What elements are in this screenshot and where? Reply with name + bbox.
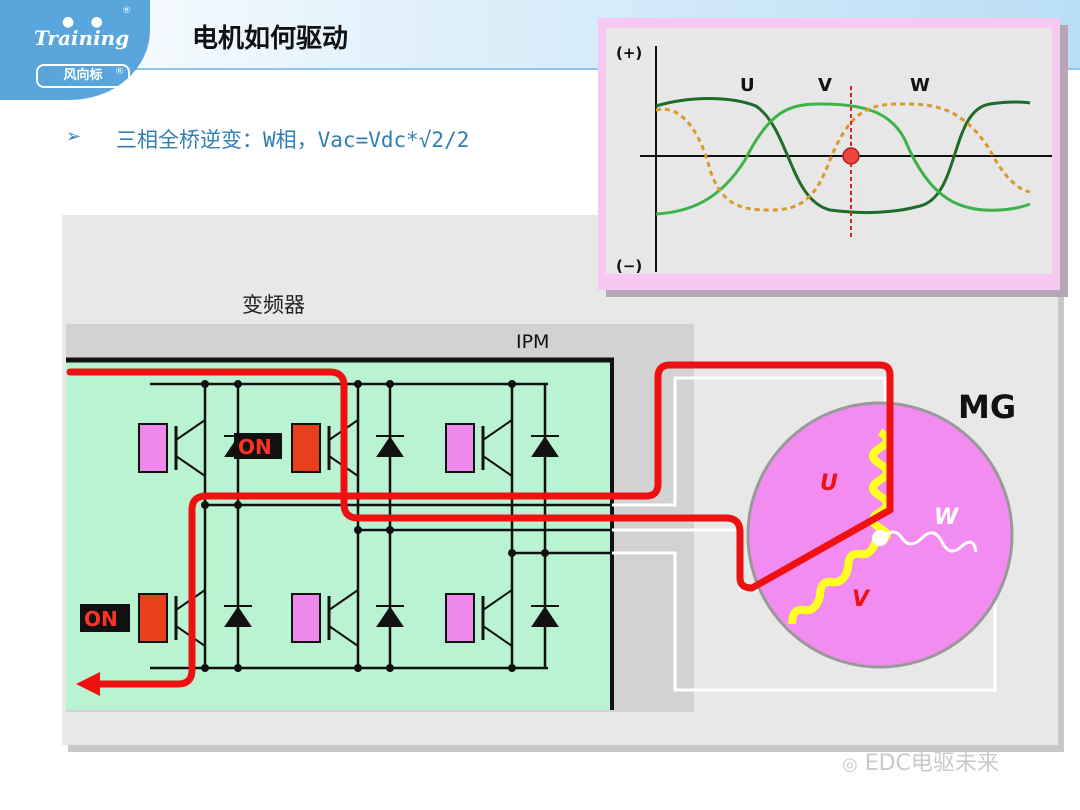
waveform-w-label: W <box>910 75 930 96</box>
on-badge-top <box>234 433 282 459</box>
waveform-current-point <box>842 147 860 165</box>
current-path <box>66 361 894 688</box>
wechat-icon: ◎ <box>842 754 858 775</box>
current-arrow-icon <box>76 672 100 696</box>
igbt-upper-w <box>445 419 513 477</box>
logo-subtitle: 风向标 <box>36 64 130 88</box>
header-divider <box>0 68 1080 70</box>
on-badge-bottom <box>80 604 130 632</box>
waveform-minus-label: (−) <box>616 257 642 275</box>
waveform-u-label: U <box>740 75 755 96</box>
registered-mark-sub: ® <box>115 67 124 77</box>
motor-label: MG <box>958 388 1016 426</box>
phase-u-label: U <box>820 471 838 496</box>
waveform-w-curve <box>655 102 1031 212</box>
logo-text: Training <box>34 26 130 50</box>
coil-w <box>880 530 978 553</box>
waveform-v-label: V <box>818 75 832 96</box>
freewheel-diodes <box>224 435 559 627</box>
bullet-arrow-icon: ➢ <box>66 126 82 147</box>
watermark: ◎ EDC电驱未来 <box>842 745 999 777</box>
ipm-board <box>66 360 614 710</box>
watermark-text: EDC电驱未来 <box>864 751 999 776</box>
logo-dots-icon: ● ● <box>62 14 109 30</box>
igbt-lower-w <box>445 589 513 647</box>
registered-mark: ® <box>122 6 131 16</box>
on-label-bottom: ON <box>84 607 118 631</box>
on-label-top: ON <box>238 435 272 459</box>
waveform-diagram: (+) (−) U V W <box>616 44 1052 275</box>
igbt-upper-u <box>138 419 206 477</box>
bus-junctions <box>201 380 549 672</box>
coil-u-active <box>869 428 891 544</box>
page-title: 电机如何驱动 <box>192 24 349 54</box>
bullet-text: 三相全桥逆变：W相，Vac=Vdc*√2/2 <box>116 128 470 152</box>
waveform-u-curve <box>655 97 1031 215</box>
phase-v-label: V <box>852 587 871 612</box>
igbt-lower-v <box>291 589 359 647</box>
ipm-label: IPM <box>516 331 549 353</box>
waveform-v-curve <box>655 102 1031 216</box>
motor-neutral-point <box>872 530 888 546</box>
waveform-plot-area <box>606 28 1052 274</box>
coil-v-active <box>788 538 880 625</box>
inverter-label: 变频器 <box>242 293 305 317</box>
phase-w-label: W <box>934 505 960 530</box>
waveform-plus-label: (+) <box>616 44 642 62</box>
